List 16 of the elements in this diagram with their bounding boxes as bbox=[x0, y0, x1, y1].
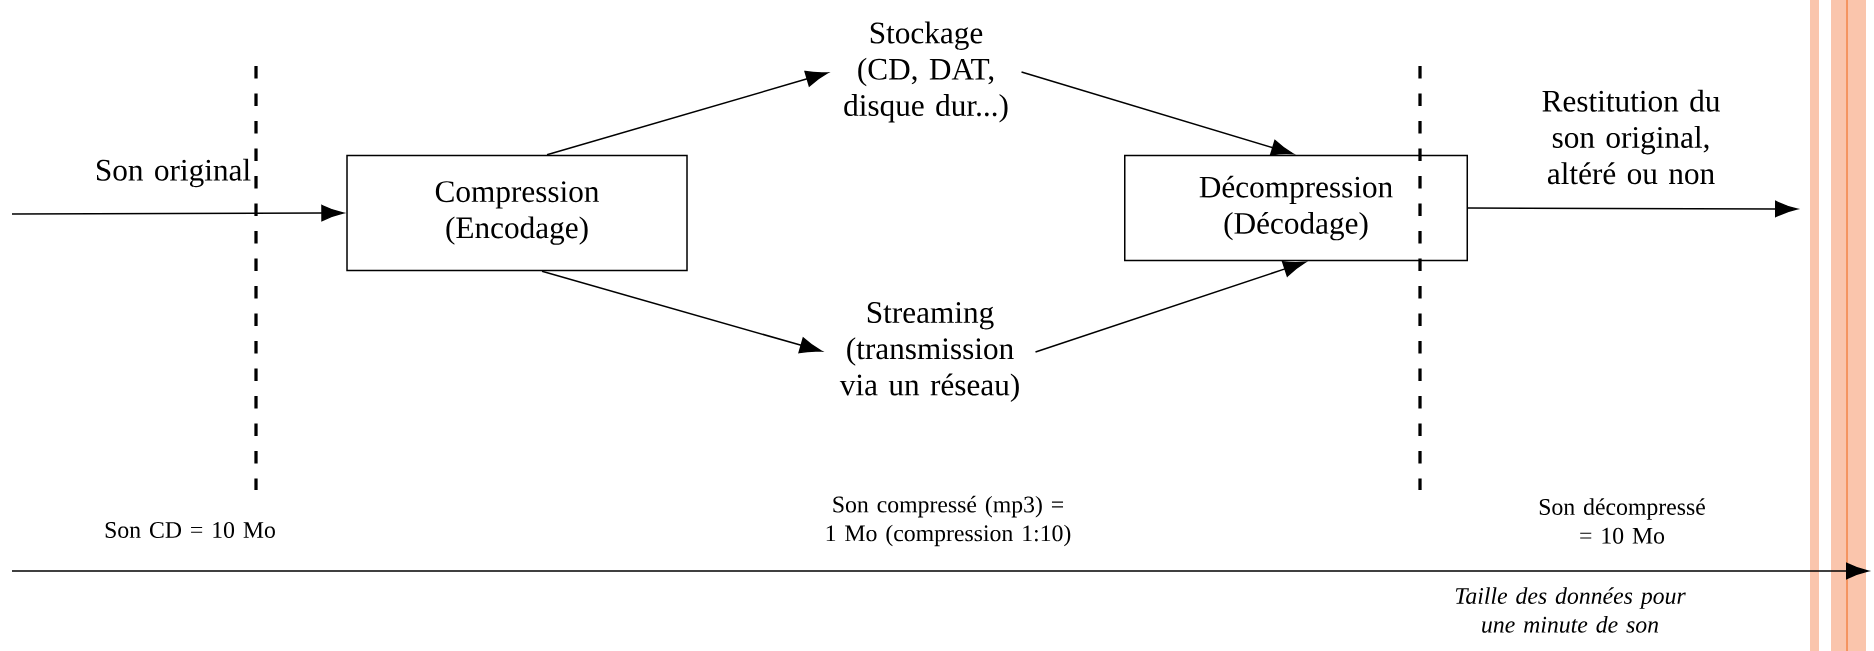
process-box: Compression (Encodage) bbox=[346, 154, 688, 272]
arrow bbox=[11, 204, 344, 222]
size-label: Son décompressé = 10 Mo bbox=[1539, 498, 1705, 544]
arrow bbox=[1467, 200, 1798, 218]
process-box: Décompression (Décodage) bbox=[1124, 154, 1468, 262]
size-label: Son compressé (mp3) = 1 Mo (compression 1:10) bbox=[826, 495, 1071, 547]
arrow bbox=[546, 70, 829, 156]
size-label: Taille des données pour une minute de son bbox=[1455, 587, 1686, 633]
node-text: Streaming (transmission via un réseau) bbox=[839, 302, 1019, 402]
edge-label: Restitution du son original, altéré ou non bbox=[1542, 89, 1720, 185]
size-label: Son CD = 10 Mo bbox=[105, 521, 275, 538]
node-text: Stockage (CD, DAT, disque dur...) bbox=[844, 21, 1008, 123]
arrow bbox=[1034, 261, 1306, 353]
arrow bbox=[541, 270, 823, 354]
edge-label: Son original bbox=[96, 158, 251, 188]
arrow bbox=[1020, 71, 1294, 156]
